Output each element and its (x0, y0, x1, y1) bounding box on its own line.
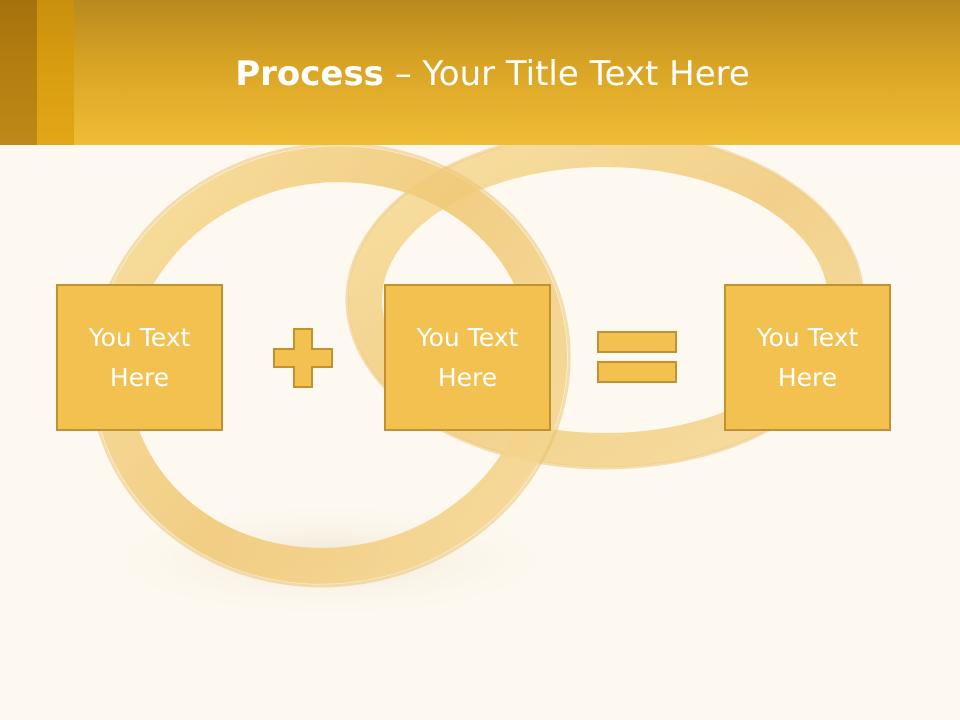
title-bar: Process – Your Title Text Here (0, 0, 960, 145)
title-bold: Process (235, 54, 384, 94)
equals-icon (597, 331, 677, 383)
title-rest: – Your Title Text Here (383, 54, 750, 94)
slide-title: Process – Your Title Text Here (0, 52, 960, 96)
plus-icon (273, 328, 333, 388)
header-accent-bar (0, 0, 37, 145)
header-accent-bar (37, 0, 74, 145)
text-box-2: You Text Here (384, 284, 551, 431)
text-box-3: You Text Here (724, 284, 891, 431)
text-box-1: You Text Here (56, 284, 223, 431)
